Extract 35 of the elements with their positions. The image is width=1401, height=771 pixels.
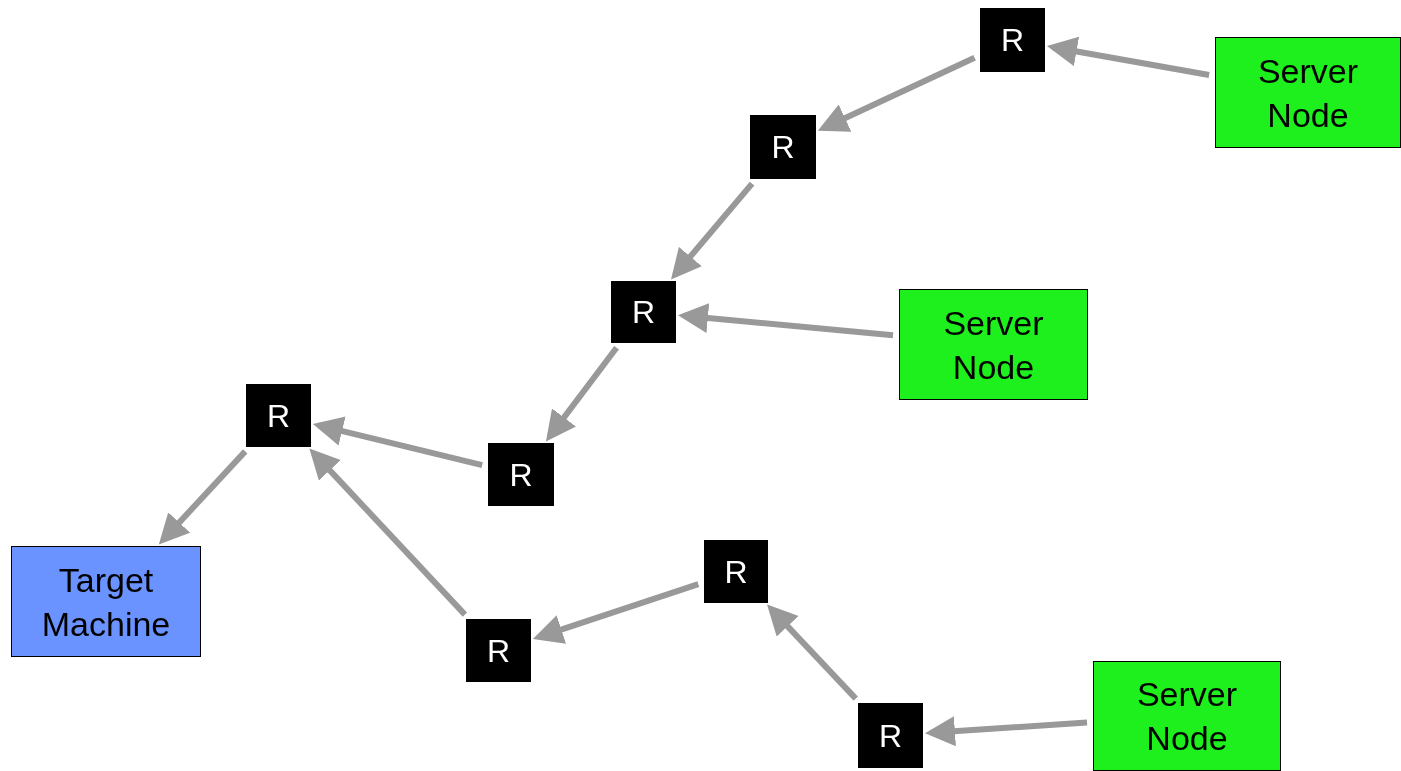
node-label: Server Node bbox=[942, 302, 1045, 388]
node-label: Server Node bbox=[1256, 50, 1360, 136]
router-box bbox=[488, 443, 554, 506]
node-label: Server Node bbox=[1135, 674, 1239, 759]
machine-box bbox=[1215, 37, 1401, 148]
node-label: R bbox=[266, 396, 291, 436]
arrow bbox=[817, 54, 976, 132]
node-label: R bbox=[878, 716, 903, 756]
arrow bbox=[158, 449, 248, 545]
router-box bbox=[750, 115, 816, 179]
node-label: R bbox=[631, 293, 656, 332]
router-box bbox=[858, 703, 923, 768]
router-box bbox=[980, 8, 1045, 72]
node-label: R bbox=[486, 631, 511, 671]
arrow bbox=[532, 581, 700, 644]
node-label: R bbox=[771, 128, 795, 167]
machine-box bbox=[1093, 661, 1281, 771]
arrow bbox=[925, 716, 1088, 747]
machine-box bbox=[899, 289, 1088, 400]
node-label: R bbox=[724, 552, 748, 592]
node-label: Target Machine bbox=[40, 559, 172, 645]
arrow bbox=[309, 448, 468, 617]
arrow bbox=[767, 604, 858, 701]
router-box bbox=[466, 619, 531, 682]
arrow bbox=[312, 416, 483, 468]
arrow bbox=[1046, 36, 1210, 78]
router-box bbox=[246, 384, 311, 447]
router-box bbox=[611, 281, 676, 343]
arrow bbox=[545, 346, 619, 442]
machine-box bbox=[11, 546, 201, 657]
arrow bbox=[671, 181, 755, 280]
arrow bbox=[678, 303, 894, 339]
node-label: R bbox=[509, 455, 533, 495]
router-box bbox=[704, 540, 768, 603]
node-label: R bbox=[1000, 21, 1025, 60]
